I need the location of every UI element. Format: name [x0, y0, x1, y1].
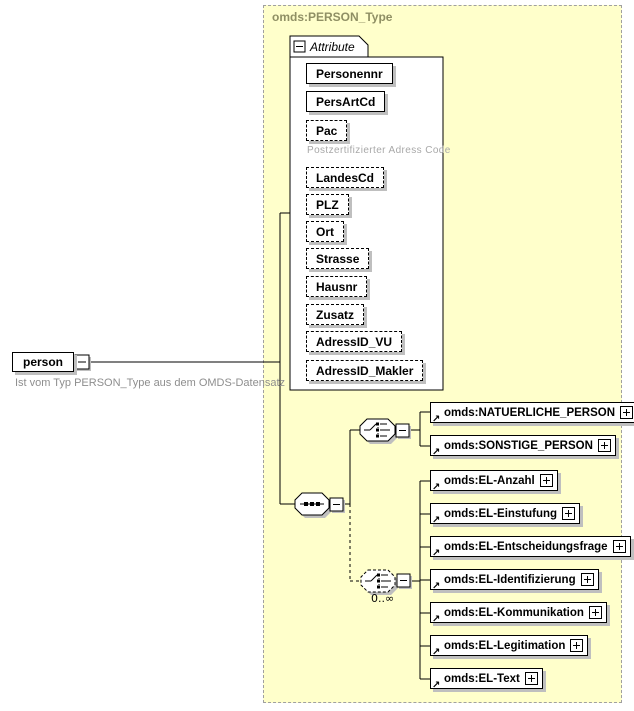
expand-icon[interactable] [524, 672, 538, 685]
reference-arrow-icon: ↗ [432, 515, 441, 526]
attribute-plz[interactable]: PLZ [306, 194, 349, 215]
reference-arrow-icon: ↗ [432, 482, 441, 493]
reference-arrow-icon: ↗ [432, 447, 441, 458]
element-el-einstufung[interactable]: ↗ omds:EL-Einstufung [430, 503, 581, 526]
expand-icon[interactable] [612, 540, 626, 553]
occurrence-label: 0..∞ [371, 592, 395, 605]
reference-arrow-icon: ↗ [432, 614, 441, 625]
element-el-identifizierung[interactable]: ↗ omds:EL-Identifizierung [430, 569, 599, 592]
attribute-tab-label: Attribute [310, 40, 355, 54]
expand-icon[interactable] [562, 507, 576, 520]
attribute-hausnr[interactable]: Hausnr [306, 276, 368, 297]
element-el-entscheidungsfrage[interactable]: ↗ omds:EL-Entscheidungsfrage [430, 536, 631, 559]
expand-icon[interactable] [597, 439, 611, 452]
element-sonstige-person[interactable]: ↗ omds:SONSTIGE_PERSON [430, 435, 616, 458]
attribute-landescd[interactable]: LandesCd [306, 167, 385, 188]
type-label: omds:PERSON_Type [272, 10, 393, 24]
element-person[interactable]: person [12, 352, 75, 372]
expand-icon[interactable] [580, 573, 594, 586]
expand-icon[interactable] [588, 606, 602, 619]
expand-icon[interactable] [539, 474, 553, 487]
attribute-ort[interactable]: Ort [306, 221, 344, 242]
attribute-strasse[interactable]: Strasse [306, 248, 370, 269]
attribute-pac[interactable]: Pac [306, 120, 348, 141]
attribute-adressid-vu[interactable]: AdressID_VU [306, 331, 403, 352]
reference-arrow-icon: ↗ [432, 414, 441, 425]
reference-arrow-icon: ↗ [432, 647, 441, 658]
reference-arrow-icon: ↗ [432, 680, 441, 691]
attribute-zusatz[interactable]: Zusatz [306, 304, 365, 325]
person-collapse-icon[interactable] [74, 354, 91, 371]
element-el-text[interactable]: ↗ omds:EL-Text [430, 668, 543, 691]
element-natuerliche-person[interactable]: ↗ omds:NATUERLICHE_PERSON [430, 402, 634, 425]
attribute-adressid-makler[interactable]: AdressID_Makler [306, 360, 424, 381]
element-el-kommunikation[interactable]: ↗ omds:EL-Kommunikation [430, 602, 607, 625]
reference-arrow-icon: ↗ [432, 548, 441, 559]
person-annotation: Ist vom Typ PERSON_Type aus dem OMDS-Dat… [15, 377, 286, 389]
element-person-label: person [23, 355, 64, 369]
element-el-anzahl[interactable]: ↗ omds:EL-Anzahl [430, 470, 558, 493]
pac-annotation: Postzertifizierter Adress Code [307, 145, 451, 156]
expand-icon[interactable] [570, 639, 584, 652]
reference-arrow-icon: ↗ [432, 581, 441, 592]
attribute-persartcd[interactable]: PersArtCd [306, 91, 386, 112]
expand-icon[interactable] [620, 406, 634, 419]
attribute-personennr[interactable]: Personennr [306, 63, 393, 84]
element-el-legitimation[interactable]: ↗ omds:EL-Legitimation [430, 635, 589, 658]
